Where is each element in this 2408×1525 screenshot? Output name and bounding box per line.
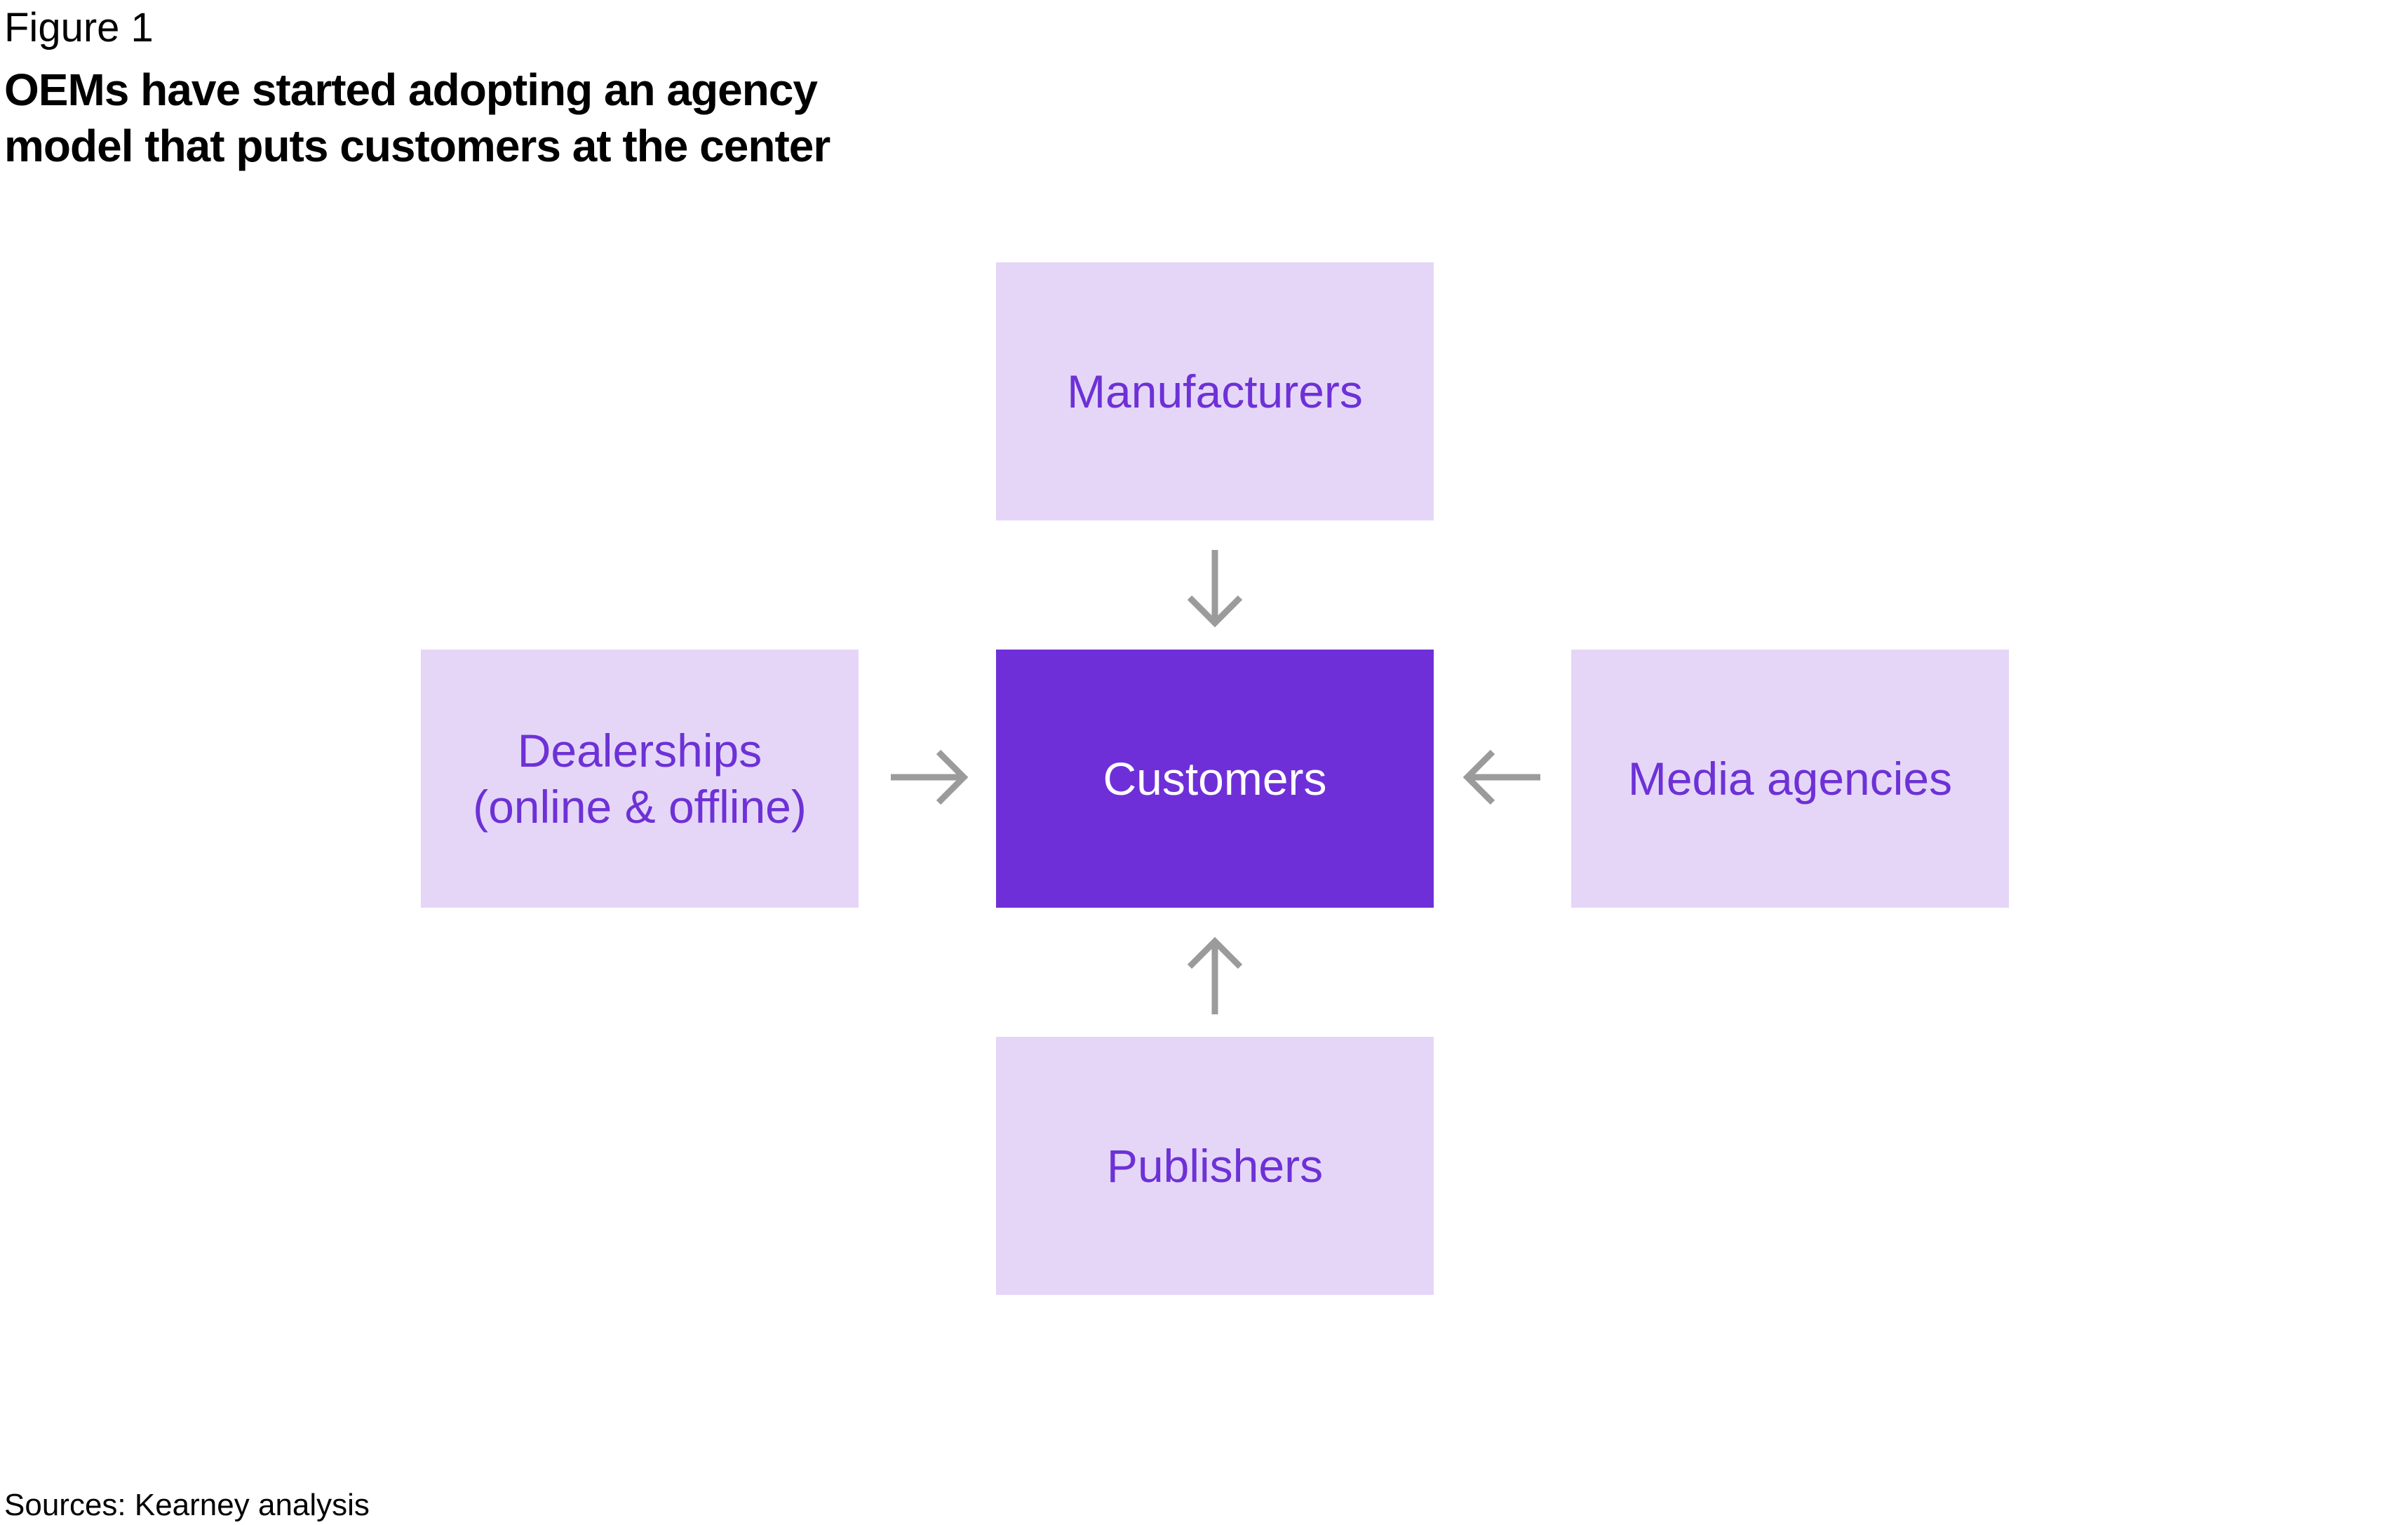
node-customers: Customers <box>996 650 1434 908</box>
node-manufacturers: Manufacturers <box>996 262 1434 520</box>
arrow-left-head <box>1462 749 1495 805</box>
arrow-right-icon <box>891 749 969 805</box>
arrow-down-icon <box>1187 550 1243 628</box>
arrow-down-head <box>1187 595 1243 628</box>
arrow-up-head <box>1187 936 1243 969</box>
figure-title-line-2: model that puts customers at the center <box>4 121 830 171</box>
arrow-up-icon <box>1187 936 1243 1014</box>
arrow-left-icon <box>1462 749 1540 805</box>
node-publishers-label: Publishers <box>1106 1140 1324 1192</box>
figure-title: OEMs have started adopting an agency mod… <box>4 62 830 174</box>
node-dealerships-label-line-2: (online & offline) <box>473 781 807 833</box>
node-dealerships-label-line-1: Dealerships <box>517 725 762 777</box>
figure-title-line-1: OEMs have started adopting an agency <box>4 65 818 115</box>
figure-label: Figure 1 <box>4 5 154 51</box>
node-dealerships: Dealerships (online & offline) <box>421 650 859 908</box>
node-media-agencies-label: Media agencies <box>1627 753 1953 805</box>
source-note: Sources: Kearney analysis <box>4 1488 370 1522</box>
node-manufacturers-label: Manufacturers <box>1067 365 1363 417</box>
node-media-agencies: Media agencies <box>1571 650 2009 908</box>
arrow-right-head <box>936 749 969 805</box>
node-publishers: Publishers <box>996 1037 1434 1295</box>
node-customers-label: Customers <box>1103 753 1327 805</box>
